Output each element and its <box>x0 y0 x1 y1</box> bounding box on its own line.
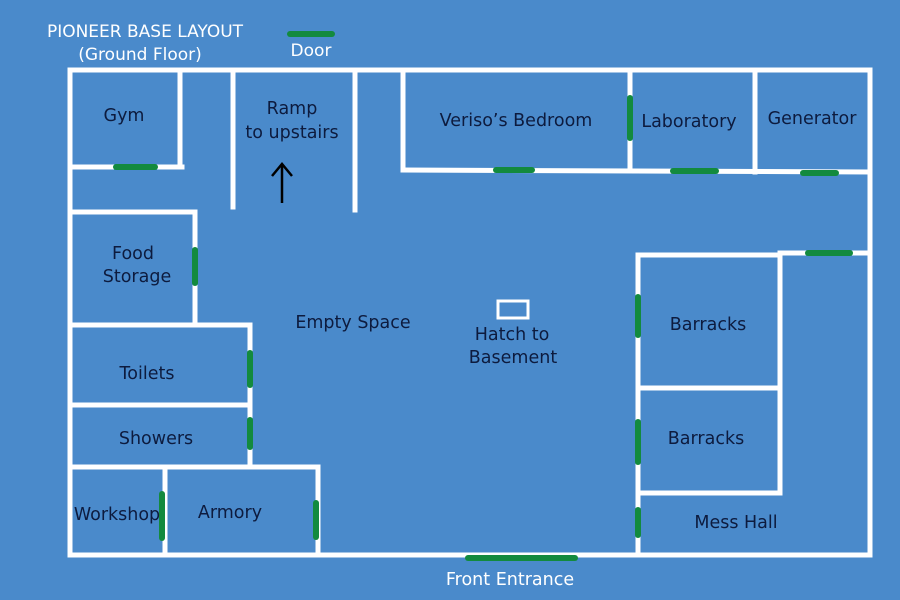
room-label-barracks-1: Barracks <box>670 315 746 335</box>
plan-subtitle: (Ground Floor) <box>78 45 202 65</box>
room-label-food-line1: Food <box>112 244 154 264</box>
room-label-toilets: Toilets <box>119 364 175 384</box>
room-label-ramp-line1: Ramp <box>267 99 318 119</box>
room-label-showers: Showers <box>119 429 193 449</box>
room-label-barracks-2: Barracks <box>668 429 744 449</box>
room-label-hatch-line1: Hatch to <box>475 325 550 345</box>
ramp-up-arrow-icon <box>271 162 293 203</box>
room-label-generator: Generator <box>768 109 858 129</box>
room-label-food-line2: Storage <box>103 267 171 287</box>
room-label-mess-hall: Mess Hall <box>694 513 777 533</box>
room-label-hatch-line2: Basement <box>469 348 558 368</box>
room-label-laboratory: Laboratory <box>641 112 736 132</box>
front-entrance-label: Front Entrance <box>446 570 574 590</box>
walls <box>67 67 873 558</box>
room-label-empty-space: Empty Space <box>295 313 410 333</box>
legend-door-label: Door <box>291 41 332 61</box>
doors <box>113 95 853 561</box>
room-label-bedroom: Veriso’s Bedroom <box>440 111 593 131</box>
room-label-workshop: Workshop <box>74 505 160 525</box>
room-label-ramp-line2: to upstairs <box>245 123 338 143</box>
room-label-armory: Armory <box>198 503 262 523</box>
plan-title: PIONEER BASE LAYOUT <box>47 22 244 42</box>
room-label-gym: Gym <box>104 106 145 126</box>
hatch-icon <box>496 299 530 320</box>
